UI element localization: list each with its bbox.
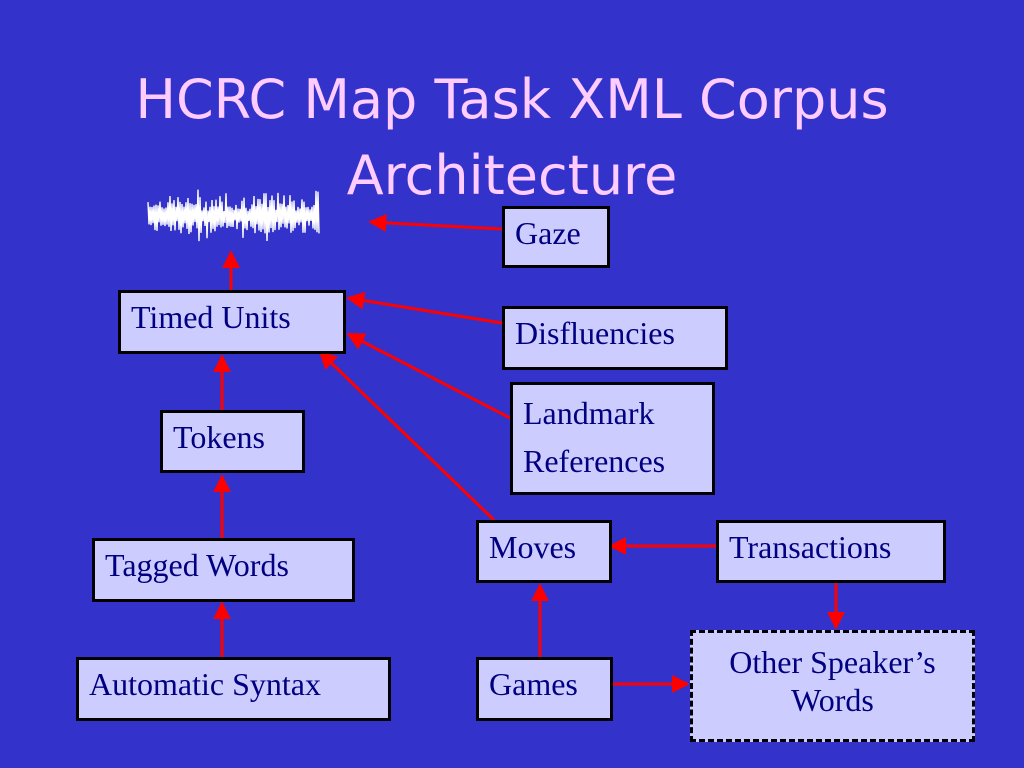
games-label: Games <box>489 666 578 702</box>
gaze-node: Gaze <box>502 206 610 268</box>
waveform-trace <box>147 189 320 242</box>
transactions-label: Transactions <box>729 529 892 565</box>
transactions-node: Transactions <box>716 520 946 583</box>
automatic-syntax-label: Automatic Syntax <box>89 666 321 702</box>
automatic-syntax-node: Automatic Syntax <box>76 657 391 721</box>
audio-waveform-icon <box>147 189 320 242</box>
timed-units-node: Timed Units <box>118 290 346 354</box>
landmark-references-node: Landmark References <box>510 382 715 495</box>
arrow-disfluencies-to-timedunits <box>346 291 503 325</box>
tokens-node: Tokens <box>160 410 305 473</box>
disfluencies-label: Disfluencies <box>515 315 675 351</box>
tagged-words-label: Tagged Words <box>105 547 289 583</box>
tokens-label: Tokens <box>173 419 265 455</box>
moves-label: Moves <box>489 529 577 565</box>
slide-title: HCRC Map Task XML Corpus Architecture <box>135 68 889 207</box>
landmark-references-label-line2: References <box>523 443 666 479</box>
timed-units-label: Timed Units <box>131 299 291 335</box>
disfluencies-node: Disfluencies <box>502 306 728 370</box>
moves-node: Moves <box>476 520 612 583</box>
other-speakers-words-node: Other Speaker’s Words <box>690 630 975 742</box>
landmark-references-label-line1: Landmark <box>523 395 655 431</box>
other-speakers-words-label: Other Speaker’s Words <box>729 644 936 718</box>
gaze-label: Gaze <box>515 215 581 251</box>
arrow-landmark-to-timedunits <box>346 332 511 420</box>
tagged-words-node: Tagged Words <box>92 538 355 602</box>
games-node: Games <box>476 657 613 721</box>
arrow-gaze-to-waveform <box>368 213 503 232</box>
arrow-moves-to-timedunits <box>318 350 496 522</box>
